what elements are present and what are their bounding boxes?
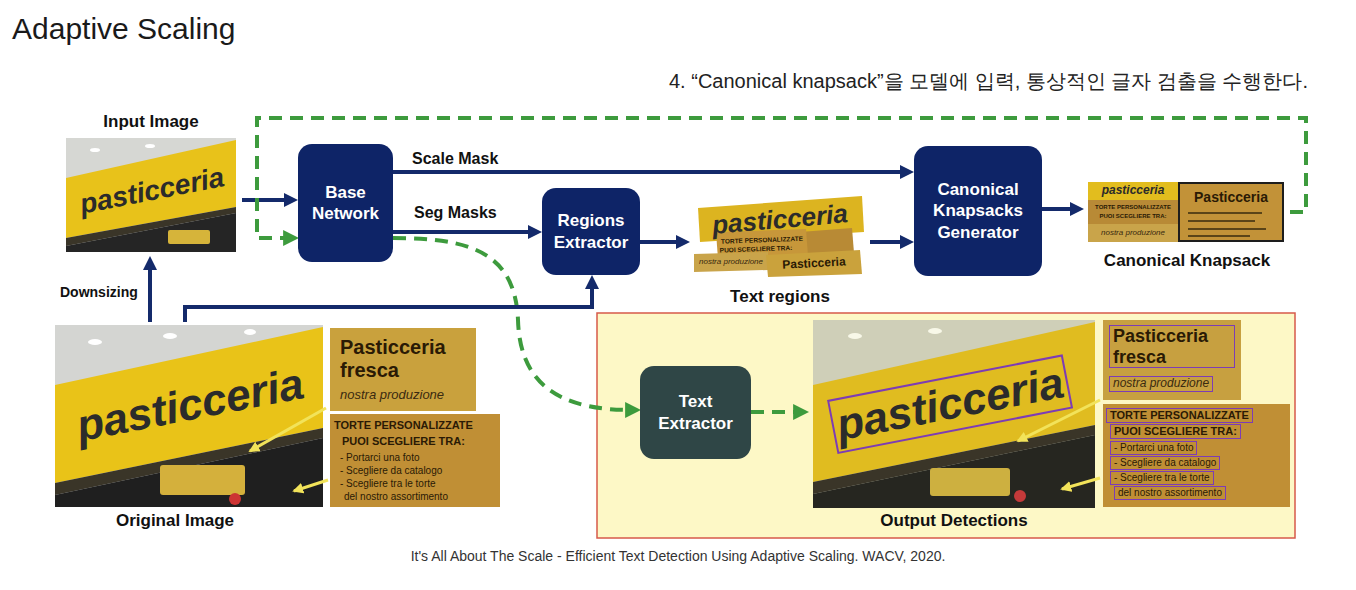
image-caption: Input Image [103, 111, 198, 132]
box-label: Regions Extractor [548, 210, 634, 253]
process-box: Canonical Knapsacks Generator [914, 146, 1042, 276]
knapsack-picture [1088, 182, 1284, 242]
sign-text: - Scegliere da catalogo [340, 465, 442, 477]
region-text: nostra produzione [699, 257, 763, 266]
edge-label: Seg Masks [412, 204, 499, 222]
title: Adaptive Scaling [12, 12, 235, 47]
text-regions-collage [694, 196, 864, 277]
original-photo [55, 325, 500, 507]
flow-arrow [185, 283, 592, 322]
detected-text: PUOI SCEGLIERE TRA: [1110, 424, 1241, 439]
flow-arrow [640, 240, 682, 244]
knapsack-text: Pasticceria [1194, 189, 1268, 205]
box-label: Base Network [304, 182, 387, 225]
image-caption: Output Detections [880, 510, 1027, 531]
flow-arrow [393, 170, 906, 174]
detected-text: - Portarci una foto [1110, 441, 1197, 455]
sign-text: nostra produzione [340, 388, 444, 403]
sign-text: TORTE PERSONALIZZATE [334, 419, 473, 432]
dashed-arrow [751, 410, 800, 414]
sign-text: - Portarci una foto [340, 452, 419, 464]
detected-text: - Scegliere da catalogo [1110, 456, 1220, 470]
knapsack-text: TORTE PERSONALIZZATE [1095, 204, 1171, 211]
sign-text: Pasticceria fresca [340, 336, 470, 382]
box-label: Text Extractor [646, 391, 745, 434]
detected-text: - Scegliere tra le torte [1110, 471, 1214, 485]
process-box: Regions Extractor [542, 188, 640, 275]
detected-text: nostra produzione [1109, 376, 1213, 392]
edge-label: Scale Mask [410, 150, 500, 168]
output-panel [597, 313, 1295, 538]
flow-arrow [148, 264, 152, 322]
input-photo [66, 138, 236, 252]
step-note: 4. “Canonical knapsack”을 모델에 입력, 통상적인 글자… [669, 70, 1308, 93]
box-label: Canonical Knapsacks Generator [920, 179, 1036, 243]
knapsack-text: nostra produzione [1101, 228, 1165, 237]
edge-label: Downsizing [58, 284, 140, 300]
detected-text: TORTE PERSONALIZZATE [1106, 408, 1253, 423]
process-box: Base Network [298, 144, 393, 262]
caption: It's All About The Scale - Efficient Tex… [0, 548, 1356, 564]
flow-arrow [242, 198, 290, 202]
knapsack-text: pasticceria [1102, 184, 1165, 198]
flow-arrow [393, 230, 534, 234]
image-caption: Text regions [730, 286, 830, 307]
flow-arrow [870, 240, 906, 244]
process-box: Text Extractor [640, 366, 751, 459]
image-caption: Canonical Knapsack [1104, 250, 1270, 271]
flow-arrow [1042, 207, 1076, 211]
detected-text: Pasticceria fresca [1109, 325, 1235, 368]
knapsack-text: PUOI SCEGLIERE TRA: [1099, 213, 1166, 220]
sign-text: PUOI SCEGLIERE TRA: [342, 435, 465, 448]
sign-text: - Scegliere tra le torte [340, 478, 436, 490]
image-caption: Original Image [52, 510, 298, 531]
sign-text: del nostro assortimento [344, 491, 448, 503]
detected-text: del nostro assortimento [1114, 486, 1226, 500]
